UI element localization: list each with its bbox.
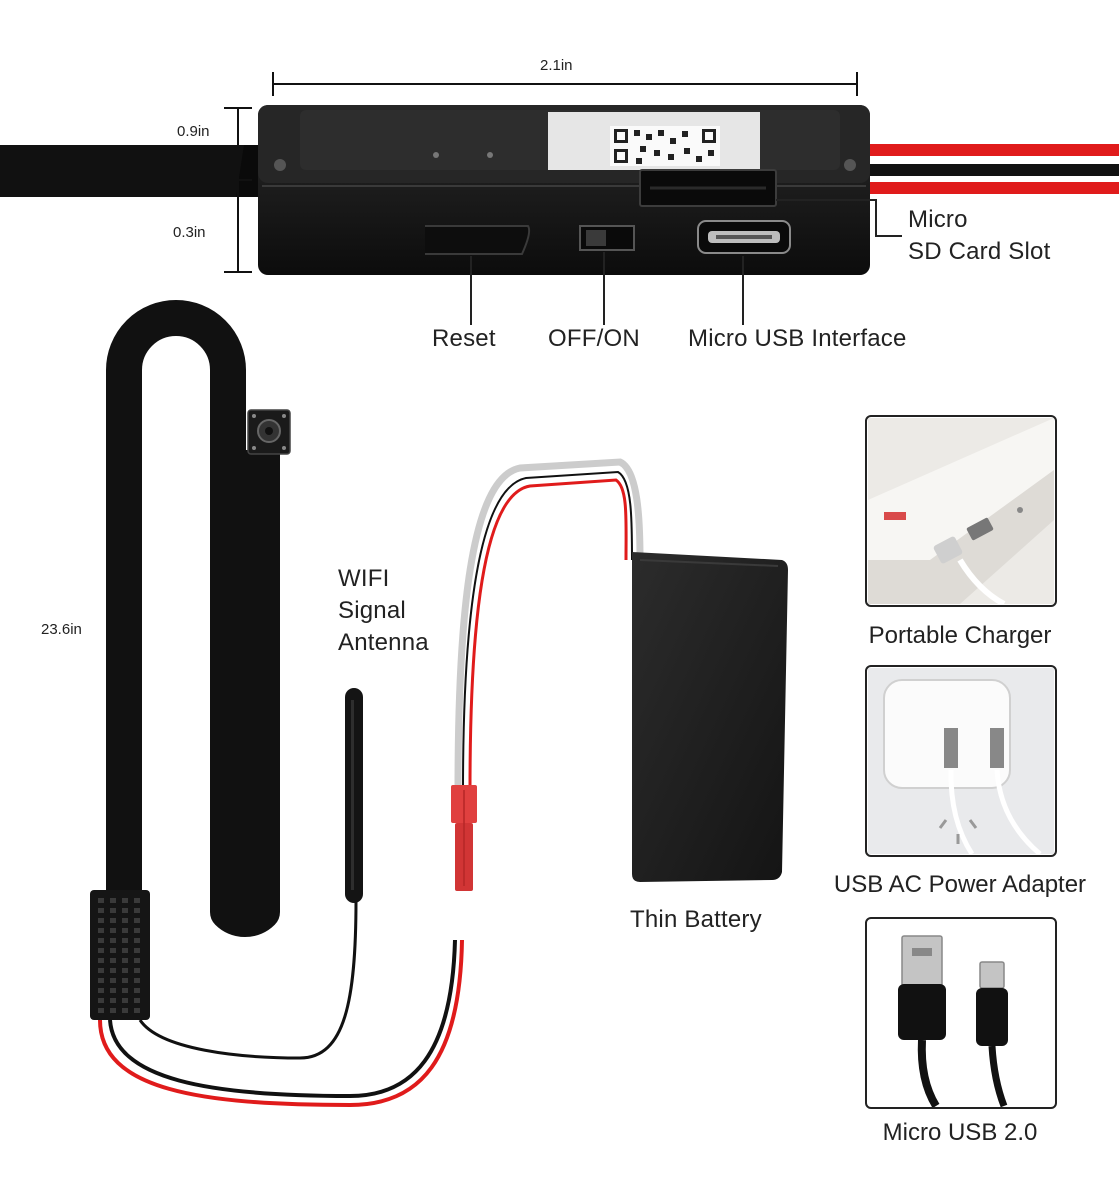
camera-lens-board bbox=[247, 409, 291, 455]
reset-label: Reset bbox=[432, 325, 496, 352]
width-dimension-line bbox=[272, 72, 858, 96]
vent-hole bbox=[98, 1008, 104, 1013]
vent-hole bbox=[134, 988, 140, 993]
vent-hole bbox=[122, 948, 128, 953]
usb-ac-adapter-label: USB AC Power Adapter bbox=[833, 871, 1087, 898]
vent-hole bbox=[122, 908, 128, 913]
vent-hole bbox=[98, 998, 104, 1003]
antenna-label-line2: Signal bbox=[338, 597, 406, 624]
micro-usb-port bbox=[697, 220, 791, 254]
vent-hole bbox=[134, 998, 140, 1003]
portable-charger-label: Portable Charger bbox=[868, 622, 1052, 649]
vent-hole bbox=[122, 978, 128, 983]
callout-lines bbox=[470, 199, 902, 325]
wall-adapter-image bbox=[868, 668, 1054, 856]
micro-usb-cable-card bbox=[865, 917, 1057, 1109]
power-switch bbox=[579, 225, 635, 251]
reset-button bbox=[425, 225, 531, 255]
vent-hole bbox=[122, 918, 128, 923]
vent-hole bbox=[98, 968, 104, 973]
vent-hole bbox=[98, 898, 104, 903]
vent-hole bbox=[110, 898, 116, 903]
vented-housing bbox=[90, 890, 150, 1020]
antenna-label-line3: Antenna bbox=[338, 629, 429, 656]
vent-hole bbox=[110, 948, 116, 953]
vent-hole bbox=[98, 978, 104, 983]
vent-hole bbox=[98, 938, 104, 943]
off-on-label: OFF/ON bbox=[548, 325, 640, 352]
power-bank-image bbox=[868, 418, 1054, 607]
portable-charger-card bbox=[865, 415, 1057, 607]
vent-hole bbox=[122, 1008, 128, 1013]
output-wires-right bbox=[855, 144, 1119, 194]
flat-ribbon-cable-left bbox=[0, 145, 268, 197]
vent-hole bbox=[110, 958, 116, 963]
vent-hole bbox=[98, 908, 104, 913]
vent-hole bbox=[110, 1008, 116, 1013]
vent-hole bbox=[122, 998, 128, 1003]
vent-hole bbox=[134, 918, 140, 923]
vent-hole bbox=[134, 908, 140, 913]
wifi-antenna bbox=[345, 688, 363, 903]
vent-hole bbox=[98, 948, 104, 953]
vent-hole bbox=[134, 938, 140, 943]
vent-hole bbox=[110, 988, 116, 993]
vent-hole bbox=[98, 918, 104, 923]
vent-hole bbox=[134, 898, 140, 903]
vent-hole bbox=[110, 928, 116, 933]
vent-hole bbox=[122, 988, 128, 993]
housing-wires bbox=[98, 899, 464, 1108]
vent-hole bbox=[134, 968, 140, 973]
red-jst-connector bbox=[451, 785, 477, 891]
micro-usb-cable-label: Micro USB 2.0 bbox=[882, 1119, 1038, 1146]
battery-wires bbox=[454, 458, 644, 791]
vent-hole bbox=[134, 958, 140, 963]
micro-sd-label-line1: Micro bbox=[908, 206, 968, 233]
vent-hole bbox=[134, 928, 140, 933]
vent-hole bbox=[110, 908, 116, 913]
vent-hole bbox=[122, 898, 128, 903]
thin-battery bbox=[632, 552, 788, 882]
vent-hole bbox=[122, 938, 128, 943]
height-dimension-line bbox=[224, 107, 252, 273]
vent-hole bbox=[110, 938, 116, 943]
width-dimension-label: 2.1in bbox=[540, 57, 573, 74]
vent-hole bbox=[98, 928, 104, 933]
micro-sd-slot-label: Micro SD Card Slot bbox=[908, 204, 1050, 268]
vent-hole bbox=[122, 928, 128, 933]
vent-hole bbox=[110, 998, 116, 1003]
vent-hole bbox=[122, 958, 128, 963]
vent-hole bbox=[134, 978, 140, 983]
vent-hole bbox=[134, 1008, 140, 1013]
thin-battery-label: Thin Battery bbox=[630, 906, 762, 933]
qr-code-sticker bbox=[548, 112, 760, 170]
cable-length-label: 23.6in bbox=[41, 621, 82, 638]
micro-usb-interface-label: Micro USB Interface bbox=[688, 325, 907, 352]
vent-hole bbox=[110, 918, 116, 923]
thickness-bottom-label: 0.3in bbox=[173, 224, 206, 241]
wifi-antenna-label: WIFI Signal Antenna bbox=[338, 563, 429, 659]
vent-hole bbox=[98, 988, 104, 993]
usb-cable-image bbox=[868, 920, 1054, 1109]
micro-sd-label-line2: SD Card Slot bbox=[908, 238, 1051, 265]
vent-hole bbox=[122, 968, 128, 973]
thickness-top-label: 0.9in bbox=[177, 123, 210, 140]
camera-flex-cable bbox=[106, 300, 280, 938]
vent-hole bbox=[110, 968, 116, 973]
sd-card-slot bbox=[639, 169, 777, 207]
vent-hole bbox=[110, 978, 116, 983]
vent-hole bbox=[98, 958, 104, 963]
antenna-label-line1: WIFI bbox=[338, 565, 390, 592]
vent-hole bbox=[134, 948, 140, 953]
usb-ac-adapter-card bbox=[865, 665, 1057, 857]
